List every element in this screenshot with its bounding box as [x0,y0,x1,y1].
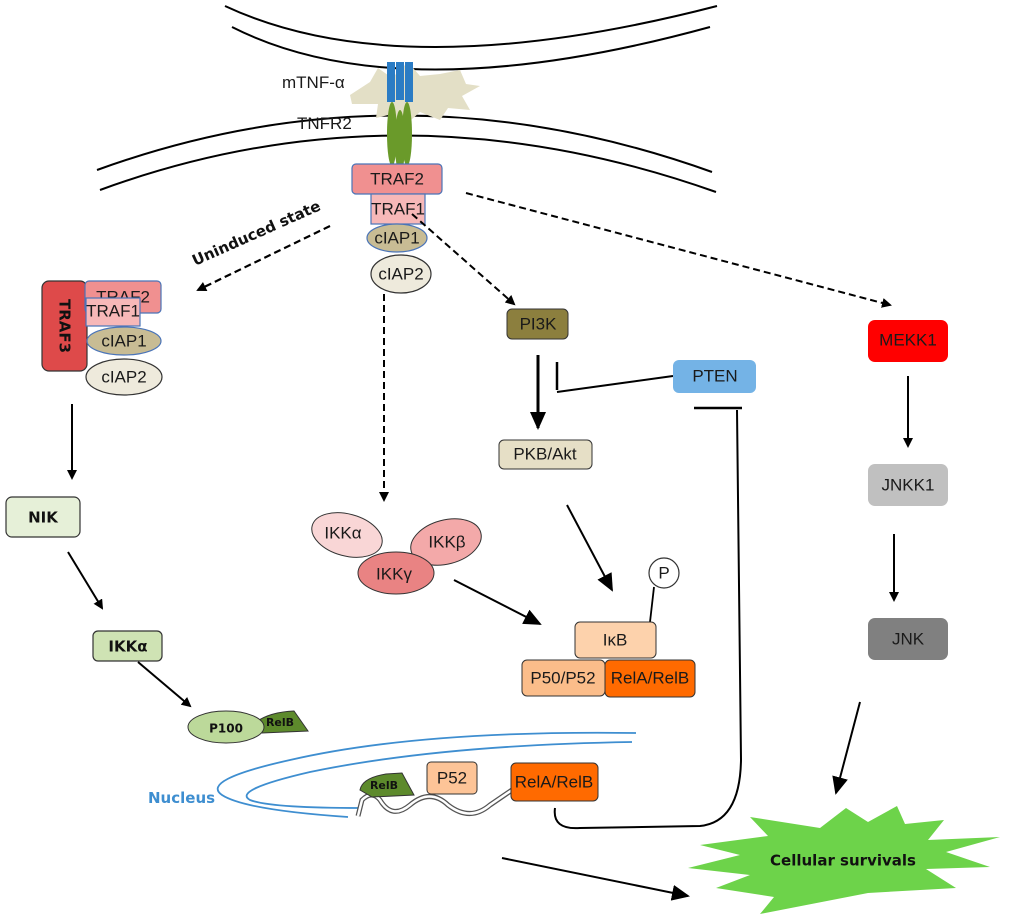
jnk-label: JNK [892,629,925,648]
tnfr2-label: TNFR2 [297,114,352,133]
mekk1-node: MEKK1 [868,320,948,362]
uninduced-ciap2-node: cIAP2 [85,358,163,396]
relb-cytoplasm-node: RelB [255,710,309,734]
dashed-arrow-to-mekk1 [465,192,892,308]
uninduced-dashed-arrow [196,225,331,292]
pi3k-label: PI3K [520,314,558,333]
jnkk1-label: JNKK1 [882,475,935,494]
p50p52-node: P50/P52 [521,659,606,697]
arrow-ikka-to-p100 [137,661,192,708]
uninduced-ciap1-label: cIAP1 [101,331,146,350]
pi3k-node: PI3K [506,308,569,340]
nucleus-label: Nucleus [148,789,215,807]
mekk1-label: MEKK1 [879,330,937,349]
ikka-label: IKKα [108,638,147,656]
pkb-label: PKB/Akt [513,444,577,463]
traf2-label: TRAF2 [370,169,424,188]
mtnf-ligand-star [350,62,480,128]
traf1-label: TRAF1 [371,199,425,218]
ikk-gamma-node: IKKγ [357,551,435,595]
p52-nuclear-node: P52 [426,761,478,795]
arrow-nik-to-ikka [67,551,104,610]
traf2-node: TRAF2 [351,163,443,195]
ikk-alpha-node: IKKα [311,512,383,558]
mtnf-alpha-label: mTNF-α [282,73,345,92]
rela-relb-nuclear-node: RelA/RelB [510,762,599,802]
arrow-ikk-to-ikb [453,579,542,625]
phospho-node: P [648,557,680,589]
tnfr2-receptor [387,102,412,174]
jnkk1-node: JNKK1 [868,464,948,506]
nik-node: NIK [5,496,81,538]
phospho-stem [649,586,655,623]
ikk-beta-label: IKKβ [428,532,465,551]
rela-relb-cytoplasm-node: RelA/RelB [604,659,696,698]
nuclear-envelope [216,731,637,818]
uninduced-traf1-node: TRAF1 [85,297,141,327]
ciap1-label: cIAP1 [374,228,419,247]
traf3-label: TRAF3 [56,299,74,353]
ciap2-label: cIAP2 [378,264,423,283]
pten-inhibition-line [556,375,674,393]
uninduced-ciap2-label: cIAP2 [101,367,146,386]
ciap1-node: cIAP1 [366,223,428,253]
outer-cell-membrane [224,5,718,71]
traf3-node: TRAF3 [41,280,88,372]
pkb-node: PKB/Akt [498,439,593,470]
p50p52-label: P50/P52 [530,668,595,687]
ikb-node: IκB [574,621,657,659]
uninduced-state-label: Uninduced state [189,197,323,270]
rela-relb-nuclear-label: RelA/RelB [515,772,593,791]
pten-label: PTEN [692,366,737,385]
mtnf-alpha-trimer [387,62,413,102]
jnk-node: JNK [868,618,948,660]
p100-node: P100 [187,710,265,744]
ikk-alpha-label: IKKα [324,523,361,542]
arrow-nucleus-to-survival [501,857,690,901]
nik-label: NIK [28,509,59,527]
dashed-arrow-to-pi3k [411,213,516,306]
cellular-survival-label: Cellular survivals [770,852,916,870]
pten-node: PTEN [673,360,756,393]
relb-nuclear-label: RelB [370,779,398,792]
relb-nuclear-node: RelB [359,772,415,798]
cellular-survival-burst: Cellular survivals [688,806,1000,914]
relb-cytoplasm-label: RelB [266,716,294,729]
uninduced-ciap1-node: cIAP1 [86,326,162,356]
uninduced-traf1-label: TRAF1 [86,301,140,320]
ikka-node: IKKα [92,630,163,662]
ciap2-node: cIAP2 [370,254,432,294]
rela-relb-to-pten-inhibition-curve [553,409,743,830]
traf1-node: TRAF1 [370,193,426,225]
ikb-label: IκB [603,630,628,649]
p100-label: P100 [209,722,243,736]
ikk-gamma-label: IKKγ [376,564,412,583]
arrow-pkb-to-ikb [566,504,613,592]
p52-nuclear-label: P52 [437,768,467,787]
phospho-label: P [658,563,669,582]
ikk-beta-node: IKKβ [410,518,482,566]
rela-relb-cytoplasm-label: RelA/RelB [611,668,689,687]
arrow-jnk-to-survival [832,701,861,795]
